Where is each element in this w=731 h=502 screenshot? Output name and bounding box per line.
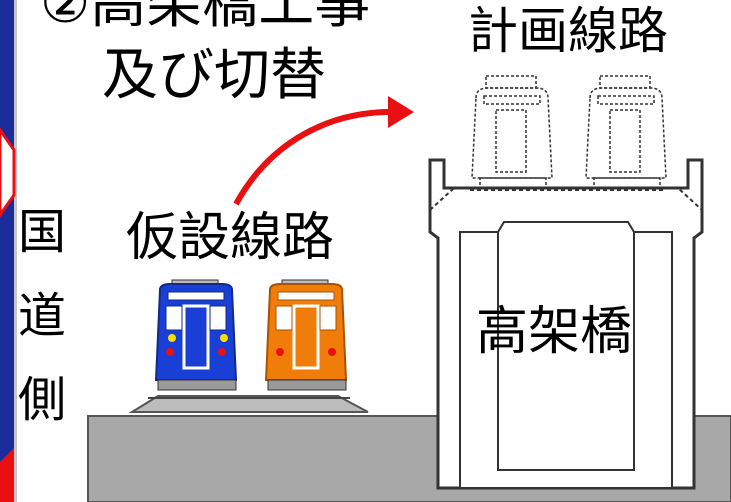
temporary-track-label: 仮設線路 — [126, 208, 335, 268]
orange-train-icon — [264, 279, 348, 391]
viaduct-inner — [497, 221, 635, 471]
left-panel — [0, 0, 14, 502]
planned-train-icon-2 — [585, 75, 667, 189]
switch-arrow-head — [388, 96, 414, 128]
blue-train-icon — [154, 279, 238, 391]
road-side-char-2: 道 — [18, 288, 67, 344]
red-arrow-stub — [0, 127, 16, 218]
step-title-line2: 及び切替 — [102, 43, 326, 108]
viaduct-label: 高架橋 — [476, 302, 633, 362]
red-arrow-stub-bottom — [0, 448, 14, 502]
road-side-char-1: 国 — [18, 204, 67, 260]
left-panel-border — [14, 0, 17, 502]
road-side-char-3: 側 — [18, 372, 67, 428]
ballast — [128, 395, 369, 413]
step-title-line1: ②高架橋工事 — [40, 0, 371, 36]
planned-train-icon — [471, 75, 553, 189]
switch-arrow — [233, 108, 399, 206]
planned-track-label: 計画線路 — [468, 2, 668, 60]
planned-deck — [429, 187, 703, 211]
